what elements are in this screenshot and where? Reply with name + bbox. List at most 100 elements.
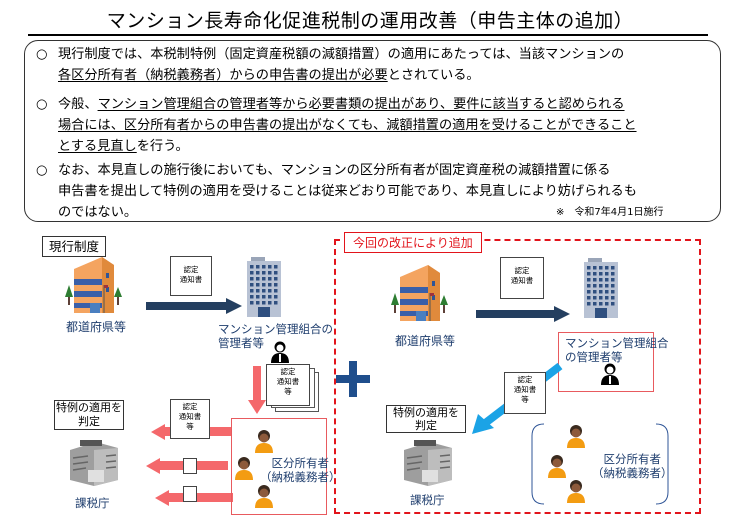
window-icon (262, 289, 266, 293)
summary-paragraph-3: ○なお、本見直しの施行後においても、マンションの区分所有者が固定資産税の減額措置… (36, 160, 716, 223)
window-icon (262, 283, 266, 287)
window-icon (250, 277, 254, 281)
window-icon (593, 302, 597, 306)
window-icon (274, 295, 278, 299)
window-icon (611, 266, 615, 270)
window-icon (274, 277, 278, 281)
window-icon (605, 284, 609, 288)
summary-box (24, 40, 721, 222)
summary-paragraph-1: ○現行制度では、本税制特例（固定資産税額の減額措置）の適用にあたっては、当該マン… (36, 44, 716, 86)
certification-document-icon: 認定 通知書 等 (170, 399, 210, 439)
window-icon (256, 301, 260, 305)
window-icon (587, 266, 591, 270)
owner-person-icon (235, 457, 253, 480)
window-icon (262, 277, 266, 281)
window-icon (605, 272, 609, 276)
window-icon (274, 271, 278, 275)
window-icon (262, 271, 266, 275)
prefecture-building-icon (391, 265, 448, 321)
window-icon (268, 283, 272, 287)
apartment-building-icon (584, 258, 618, 318)
certification-document-icon: 認定 通知書 (170, 256, 212, 296)
owner-person-icon (548, 455, 566, 478)
window-icon (262, 265, 266, 269)
window-icon (599, 284, 603, 288)
window-icon (274, 289, 278, 293)
window-icon (268, 277, 272, 281)
window-icon (274, 265, 278, 269)
window-icon (587, 284, 591, 288)
tax-office-label: 課税庁 (75, 496, 110, 510)
owner-person-icon (255, 430, 273, 453)
window-icon (587, 272, 591, 276)
page-title: マンション長寿命化促進税制の運用改善（申告主体の追加） (106, 10, 634, 32)
window-icon (593, 278, 597, 282)
window-icon (611, 302, 615, 306)
current-system-tag: 現行制度 (42, 236, 107, 257)
bullet-icon: ○ (36, 47, 48, 62)
tax-office-building-icon (404, 440, 452, 486)
owner-person-icon (567, 480, 585, 503)
judge-application-label: 特例の適用を 判定 (386, 405, 466, 433)
owners-label: 区分所有者 （納税義務者） (260, 456, 341, 484)
window-icon (605, 266, 609, 270)
window-icon (593, 266, 597, 270)
window-icon (256, 277, 260, 281)
window-icon (611, 278, 615, 282)
manager-person-icon (271, 341, 289, 363)
association-manager-label: マンション管理組合の 管理者等 (218, 322, 333, 350)
window-icon (587, 296, 591, 300)
window-icon (605, 296, 609, 300)
owner-person-icon (255, 485, 273, 508)
window-icon (599, 296, 603, 300)
window-icon (268, 271, 272, 275)
window-icon (250, 271, 254, 275)
arrow-right-icon (146, 298, 242, 314)
certification-document-icon: 認定 通知書 等 (504, 372, 546, 414)
arrow-down-icon (248, 366, 266, 414)
window-icon (256, 271, 260, 275)
window-icon (268, 289, 272, 293)
title-underline (28, 34, 708, 36)
prefecture-building-icon (65, 257, 122, 313)
declaration-form-icon (183, 486, 197, 502)
owners-label: 区分所有者 （納税義務者） (592, 452, 673, 480)
window-icon (268, 295, 272, 299)
association-manager-box (558, 332, 654, 392)
window-icon (587, 290, 591, 294)
effective-date-note: ※ 令和7年4月1日施行 (556, 207, 664, 218)
prefecture-label: 都道府県等 (395, 334, 456, 348)
declaration-form-icon (183, 458, 197, 474)
window-icon (274, 283, 278, 287)
window-icon (587, 278, 591, 282)
prefecture-label: 都道府県等 (66, 320, 127, 334)
window-icon (599, 272, 603, 276)
window-icon (250, 289, 254, 293)
owner-person-icon (567, 425, 585, 448)
window-icon (250, 283, 254, 287)
window-icon (274, 301, 278, 305)
window-icon (599, 302, 603, 306)
window-icon (605, 290, 609, 294)
window-icon (250, 295, 254, 299)
arrow-left-icon (155, 490, 233, 506)
owners-bracket (531, 423, 669, 505)
window-icon (611, 284, 615, 288)
association-manager-label: マンション管理組合 の管理者等 (565, 336, 669, 364)
owners-box (231, 418, 327, 515)
window-icon (268, 265, 272, 269)
window-icon (599, 290, 603, 294)
manager-person-icon (601, 363, 619, 385)
window-icon (593, 296, 597, 300)
summary-paragraph-2: ○今般、マンション管理組合の管理者等から必要書類の提出があり、要件に該当すると認… (36, 94, 716, 157)
bullet-icon: ○ (36, 163, 48, 178)
bullet-icon: ○ (36, 97, 48, 112)
certification-document-stack-icon: 認定 通知書 等 (266, 364, 310, 406)
arrow-right-icon (476, 306, 570, 322)
window-icon (593, 272, 597, 276)
window-icon (256, 265, 260, 269)
window-icon (256, 295, 260, 299)
window-icon (256, 283, 260, 287)
judge-application-label: 特例の適用を 判定 (54, 400, 124, 430)
window-icon (611, 296, 615, 300)
